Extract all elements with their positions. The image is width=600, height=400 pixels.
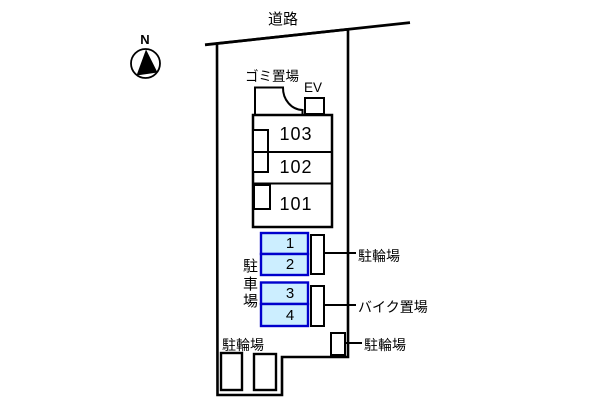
parking-lot-label-char: 車: [242, 275, 258, 293]
bike-area-label: バイク置場: [358, 299, 428, 315]
road-line: [204, 21, 411, 47]
parking-space-2: [259, 252, 310, 277]
road-label: 道路: [267, 11, 298, 28]
elevator-label: EV: [303, 80, 322, 95]
parking-space-number-2: 2: [285, 256, 295, 273]
compass-north-label: N: [140, 32, 150, 47]
parking-space-number-3: 3: [285, 285, 295, 302]
bicycle-parking-box-right: [310, 234, 325, 275]
entrance-notch-102: [252, 151, 269, 173]
parking-space-4: [259, 302, 310, 328]
bicycle-parking-label-bottom-right: 駐輪場: [364, 337, 406, 353]
bike-area-box: [310, 285, 325, 327]
bicycle-stall-1: [219, 351, 244, 392]
parking-lot-label: 駐 車 場: [242, 258, 259, 311]
parking-spaces: [259, 231, 310, 328]
bicycle-parking-label-bottom-left: 駐輪場: [222, 337, 264, 353]
bicycle-stall-2: [252, 352, 278, 392]
unit-label-102: 102: [279, 157, 313, 177]
bicycle-parking-box-bottom-right: [330, 332, 346, 356]
garbage-area-shape: [254, 86, 304, 116]
elevator-box: [304, 97, 325, 115]
garbage-area-label: ゴミ置場: [245, 69, 299, 84]
parking-lot-label-char: 場: [242, 293, 258, 310]
entrance-notch-101: [253, 184, 271, 210]
parking-space-number-1: 1: [285, 235, 295, 252]
unit-label-101: 101: [279, 194, 313, 214]
unit-label-103: 103: [279, 124, 313, 144]
parking-lot-label-char: 駐: [242, 258, 258, 275]
north-arrow-icon: [130, 48, 161, 79]
parking-space-number-4: 4: [285, 307, 295, 324]
entrance-notch-103: [252, 129, 269, 153]
bicycle-parking-label-right: 駐輪場: [358, 248, 400, 264]
